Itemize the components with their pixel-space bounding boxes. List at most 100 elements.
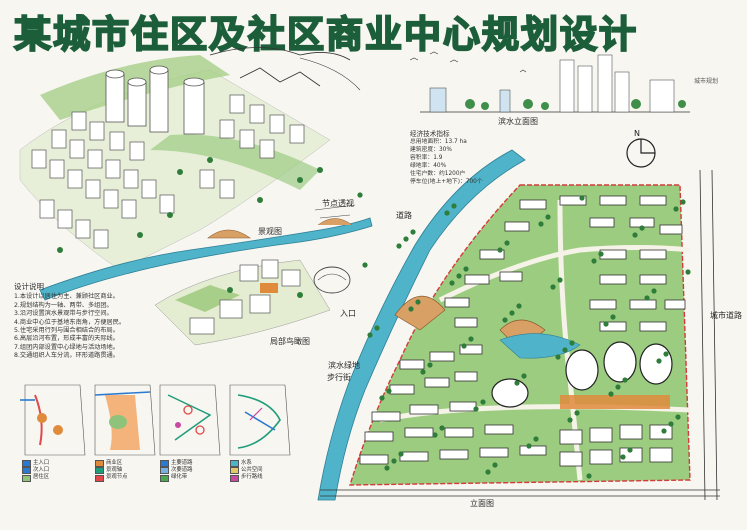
svg-text:N: N bbox=[634, 129, 640, 138]
tree bbox=[463, 266, 469, 272]
tree bbox=[550, 284, 556, 290]
site-building bbox=[599, 195, 627, 206]
site-building bbox=[519, 445, 547, 456]
site-building bbox=[399, 451, 429, 462]
tree bbox=[485, 469, 491, 475]
site-building bbox=[639, 321, 667, 332]
design-note-line: 8.交通组织人车分流，环形道路贯通。 bbox=[14, 352, 119, 360]
legend-label: 步行路线 bbox=[241, 474, 263, 481]
tree bbox=[557, 277, 563, 283]
tree bbox=[620, 454, 626, 460]
building-blocks bbox=[31, 94, 305, 249]
economics-heading: 经济技术指标 bbox=[410, 130, 450, 138]
tree bbox=[451, 203, 457, 209]
tree bbox=[685, 269, 691, 275]
legend-label: 次要道路 bbox=[171, 467, 193, 474]
tree bbox=[627, 447, 633, 453]
entrance-label: 入口 bbox=[340, 309, 356, 318]
site-building bbox=[664, 299, 686, 310]
tree bbox=[509, 310, 515, 316]
tree bbox=[603, 321, 609, 327]
road-label-left: 道路 bbox=[396, 211, 412, 220]
tree bbox=[473, 406, 479, 412]
site-building bbox=[459, 344, 483, 355]
design-note-line: 4.商业中心位于基地东南角，方便居民。 bbox=[14, 318, 126, 326]
north-arrow-icon: N bbox=[626, 129, 656, 168]
site-building bbox=[479, 447, 509, 458]
tree bbox=[615, 384, 621, 390]
node-label-2: 景观图 bbox=[258, 227, 282, 236]
analysis-legend-4: 水系 公共空间 步行路线 bbox=[230, 460, 263, 482]
tree bbox=[555, 354, 561, 360]
site-building bbox=[659, 224, 683, 235]
site-building bbox=[589, 217, 615, 228]
site-building bbox=[639, 274, 667, 285]
tree bbox=[403, 236, 409, 242]
site-building bbox=[639, 249, 667, 260]
site-building bbox=[444, 297, 470, 308]
site-building bbox=[649, 447, 673, 463]
tree bbox=[379, 395, 385, 401]
tree bbox=[608, 391, 614, 397]
design-note-line: 6.高层沿河布置，形成丰富的天际线。 bbox=[14, 335, 119, 343]
design-note-line: 1.本设计以居住为主、兼顾社区商业。 bbox=[14, 293, 119, 301]
legend-swatch bbox=[160, 474, 169, 482]
tree bbox=[504, 240, 510, 246]
legend-swatch bbox=[22, 460, 31, 468]
design-note-line: 5.住宅采用行列与围合相结合的布局。 bbox=[14, 327, 119, 335]
tree bbox=[492, 462, 498, 468]
tree bbox=[444, 210, 450, 216]
tree bbox=[514, 380, 520, 386]
legend-label: 居住区 bbox=[33, 474, 50, 481]
tree bbox=[497, 247, 503, 253]
tree bbox=[398, 451, 404, 457]
tree bbox=[598, 251, 604, 257]
tree bbox=[668, 421, 674, 427]
design-notes-heading: 设计说明 bbox=[14, 282, 44, 291]
legend-label: 主要道路 bbox=[171, 460, 193, 466]
tree bbox=[545, 214, 551, 220]
site-building bbox=[589, 449, 613, 465]
tree bbox=[591, 258, 597, 264]
tree bbox=[680, 199, 686, 205]
master-plan bbox=[317, 149, 720, 501]
tree bbox=[468, 336, 474, 342]
author-stamp: 城市规划 bbox=[693, 78, 718, 85]
tree bbox=[526, 443, 532, 449]
legend-swatch bbox=[160, 467, 169, 475]
site-building bbox=[599, 274, 627, 285]
analysis-diagram-4 bbox=[229, 384, 291, 456]
tree bbox=[420, 369, 426, 375]
legend-swatch bbox=[230, 460, 239, 468]
legend-swatch bbox=[230, 474, 239, 482]
site-building bbox=[599, 249, 627, 260]
tree bbox=[374, 325, 380, 331]
tree bbox=[461, 343, 467, 349]
perspective-birdseye bbox=[19, 47, 373, 301]
site-building bbox=[559, 451, 583, 467]
site-building bbox=[359, 454, 389, 465]
tree bbox=[586, 473, 592, 479]
local-birdseye bbox=[154, 259, 331, 346]
poster-title: 某城市住区及社区商业中心规划设计 bbox=[13, 12, 638, 57]
tree bbox=[449, 280, 455, 286]
tree bbox=[622, 377, 628, 383]
site-building bbox=[504, 221, 530, 232]
analysis-legend-2: 商业区 景观轴 景观节点 bbox=[95, 460, 128, 482]
economics-line: 建筑密度：30% bbox=[410, 147, 452, 153]
site-building bbox=[424, 377, 450, 388]
tree bbox=[673, 206, 679, 212]
site-trees bbox=[357, 192, 691, 479]
node-sketch bbox=[313, 204, 356, 294]
site-building bbox=[559, 429, 583, 445]
analysis-diagram-3 bbox=[159, 384, 221, 456]
tree bbox=[567, 417, 573, 423]
site-building bbox=[599, 321, 627, 332]
tree bbox=[367, 332, 373, 338]
elevation-waterfront bbox=[409, 51, 690, 113]
design-note-line: 3.沿河设置滨水景观带与步行空间。 bbox=[14, 310, 113, 318]
legend-label: 公共空间 bbox=[241, 467, 263, 474]
site-building bbox=[404, 427, 434, 438]
tree bbox=[480, 399, 486, 405]
